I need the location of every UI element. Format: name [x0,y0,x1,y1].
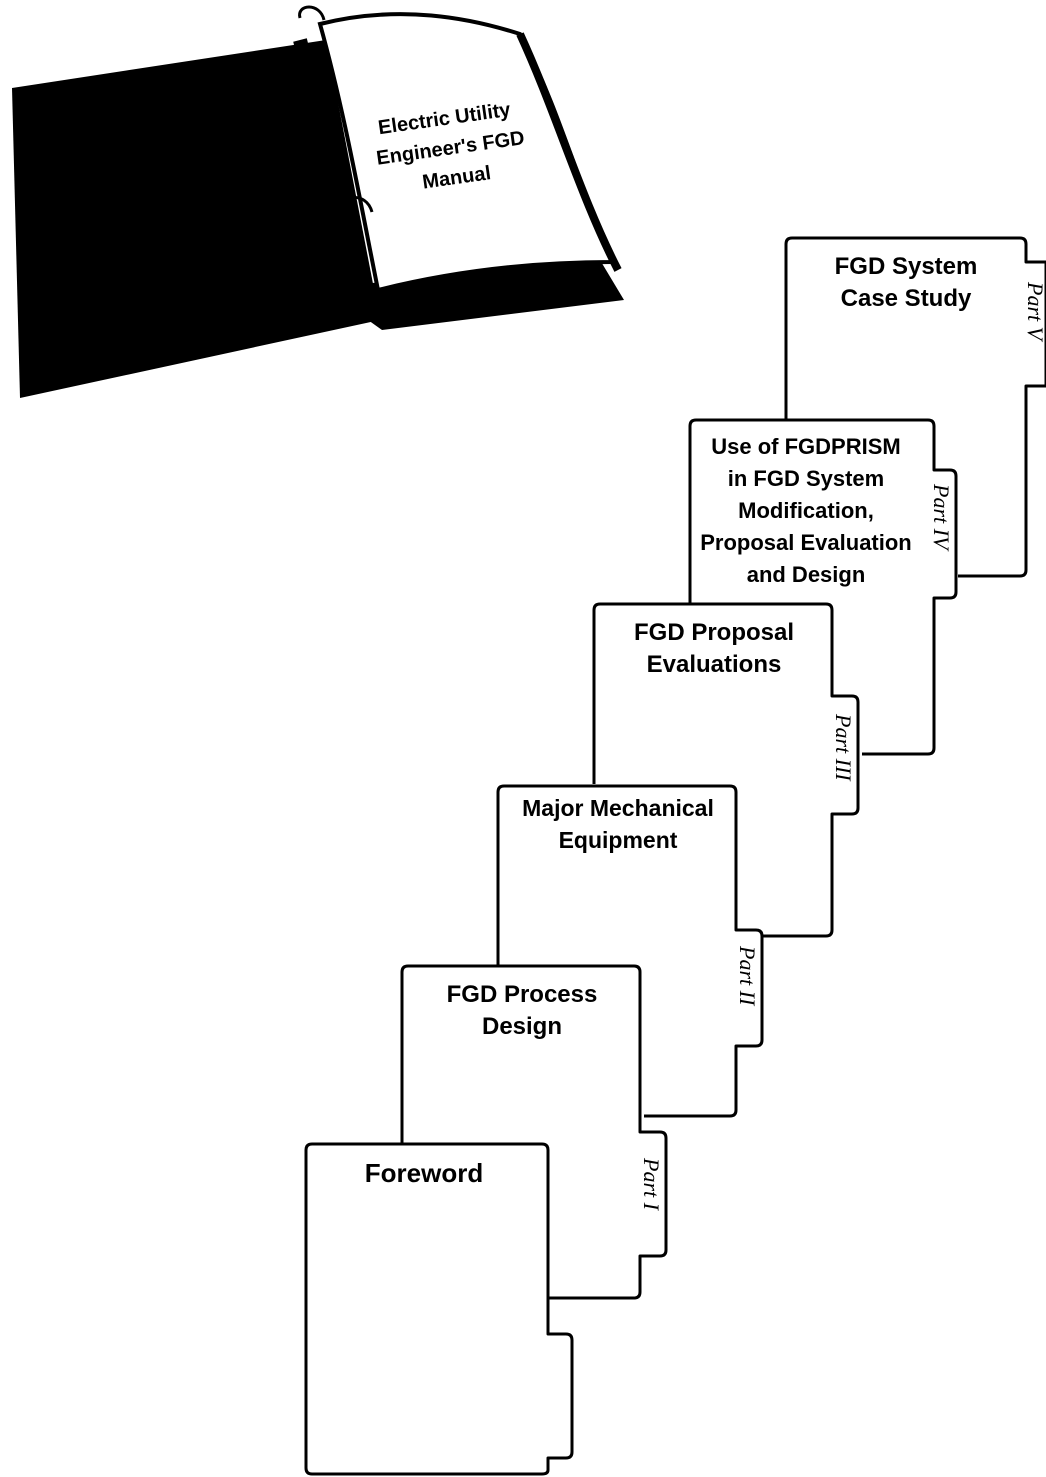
section-title-part4-line-3: Modification, [738,498,874,523]
folder-outline-part1 [400,964,668,1300]
section-title-part2-line-1: Major Mechanical [522,795,714,821]
tab-label-part2: Part II [735,945,760,1007]
section-title-part3-line-2: Evaluations [647,651,782,678]
section-title-foreword: Foreword [365,1158,483,1188]
section-title-part5-line-1: FGD System [835,253,978,280]
section-folder-part1: FGD Process Design Part I [400,964,668,1300]
section-title-part1-line-2: Design [482,1013,562,1040]
section-folder-part3: FGD Proposal Evaluations Part III [592,602,860,938]
tab-label-part1: Part I [639,1157,664,1212]
section-title-part4-line-4: Proposal Evaluation [700,530,912,555]
section-title-part1-line-1: FGD Process [447,981,598,1008]
binder-spine [293,38,379,323]
section-folder-part4: Use of FGDPRISM in FGD System Modificati… [688,418,958,756]
section-title-part4-line-1: Use of FGDPRISM [711,434,900,459]
binder-back-cover [12,40,380,398]
section-title-part3-line-1: FGD Proposal [634,619,794,646]
section-folder-part5: FGD System Case Study Part V [784,236,1046,578]
folder-outline-part5 [784,236,1046,578]
section-title-part2-line-2: Equipment [559,827,678,853]
binder-front-board [326,250,624,330]
section-title-part4-line-2: in FGD System [728,466,884,491]
binder-illustration: Electric Utility Engineer's FGD Manual [12,5,624,398]
section-title-part5-line-2: Case Study [841,285,972,312]
section-title-part4-line-5: and Design [747,562,866,587]
folder-outline-part3 [592,602,860,938]
folder-outline-part4 [688,418,958,756]
section-folder-foreword: Foreword [304,1142,574,1476]
tab-label-part4: Part IV [929,483,954,552]
tab-label-part5: Part V [1023,281,1046,343]
folder-outline-foreword [304,1142,574,1476]
tab-label-part3: Part III [831,713,856,782]
